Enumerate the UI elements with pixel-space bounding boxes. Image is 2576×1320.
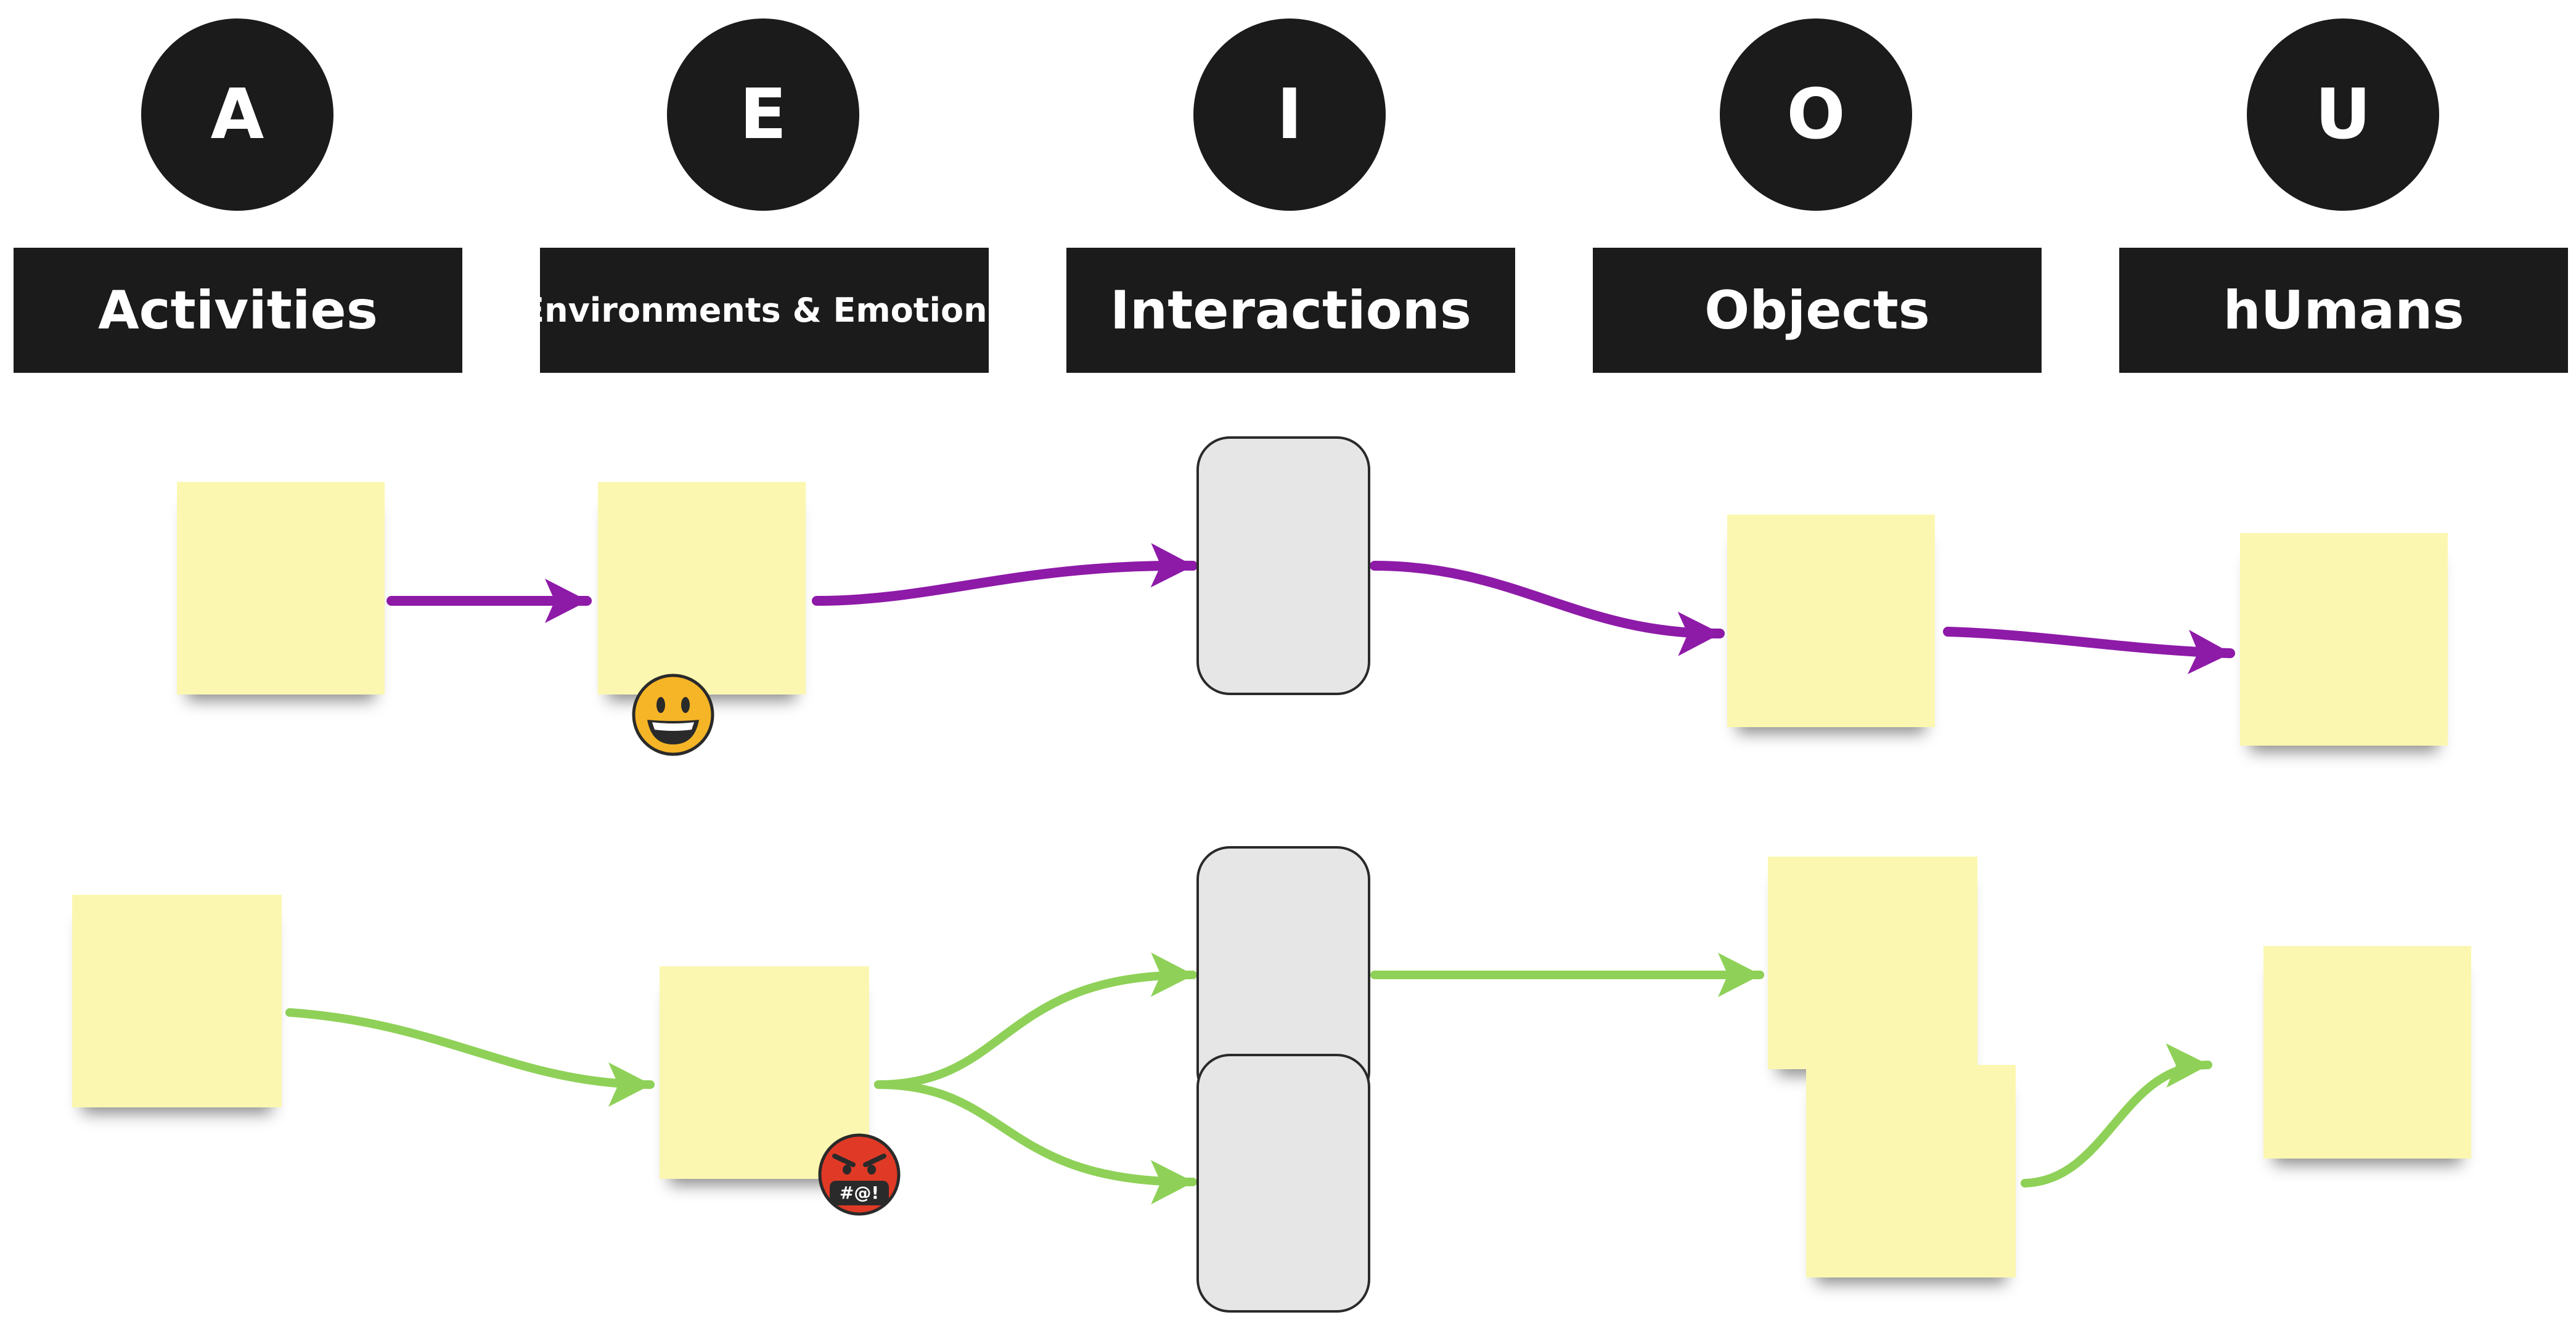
cursing-symbols: #@!	[840, 1183, 879, 1203]
letter-i: I	[1277, 75, 1302, 155]
sticky-note-environment-row-1[interactable]	[598, 482, 806, 695]
sticky-note-activity-row-1[interactable]	[177, 482, 385, 695]
arrow-object-to-human-row-2	[2021, 1043, 2212, 1188]
interaction-block-row-1[interactable]	[1196, 436, 1370, 695]
label-objects: Objects	[1593, 248, 2042, 373]
sticky-note-human-row-2[interactable]	[2263, 946, 2471, 1159]
sticky-note-object-lower-row-2[interactable]	[1806, 1065, 2016, 1277]
letter-o-circle: O	[1720, 18, 1912, 211]
letter-e-circle: E	[667, 18, 859, 211]
label-activities: Activities	[14, 248, 462, 373]
letter-o: O	[1786, 75, 1846, 155]
sticky-note-human-row-1[interactable]	[2240, 533, 2448, 746]
letter-u: U	[2315, 75, 2371, 155]
arrow-environment-to-interaction-lower-row-2	[874, 1080, 1197, 1205]
arrow-environment-to-interaction-upper-row-2	[874, 952, 1197, 1089]
label-objects-text: Objects	[1704, 279, 1930, 341]
letter-u-circle: U	[2247, 18, 2439, 211]
sticky-note-activity-row-2[interactable]	[72, 895, 282, 1107]
angry-cursing-face-emoji: #@!	[818, 1133, 901, 1216]
label-interactions: Interactions	[1066, 248, 1515, 373]
arrow-activity-to-environment-row-2	[285, 1008, 655, 1107]
arrow-environment-to-interaction-row-1	[812, 543, 1198, 606]
sticky-note-object-upper-row-2[interactable]	[1768, 857, 1977, 1069]
label-environments-emotions: Environments & Emotions	[521, 248, 1007, 373]
label-activities-text: Activities	[98, 279, 378, 341]
interaction-block-lower-row-2[interactable]	[1196, 1054, 1370, 1313]
label-humans-text: hUmans	[2223, 279, 2464, 341]
letter-a-circle: A	[141, 18, 333, 211]
sticky-note-object-row-1[interactable]	[1727, 515, 1935, 727]
letter-e: E	[739, 75, 787, 155]
letter-i-circle: I	[1193, 18, 1386, 211]
letter-a: A	[210, 75, 264, 155]
arrow-interaction-to-object-row-1	[1370, 561, 1725, 656]
label-environments-emotions-text: Environments & Emotions	[521, 291, 1007, 330]
arrow-object-to-human-row-1	[1943, 627, 2235, 674]
label-interactions-text: Interactions	[1110, 279, 1472, 341]
grinning-face-emoji	[632, 674, 714, 756]
label-humans: hUmans	[2119, 248, 2568, 373]
